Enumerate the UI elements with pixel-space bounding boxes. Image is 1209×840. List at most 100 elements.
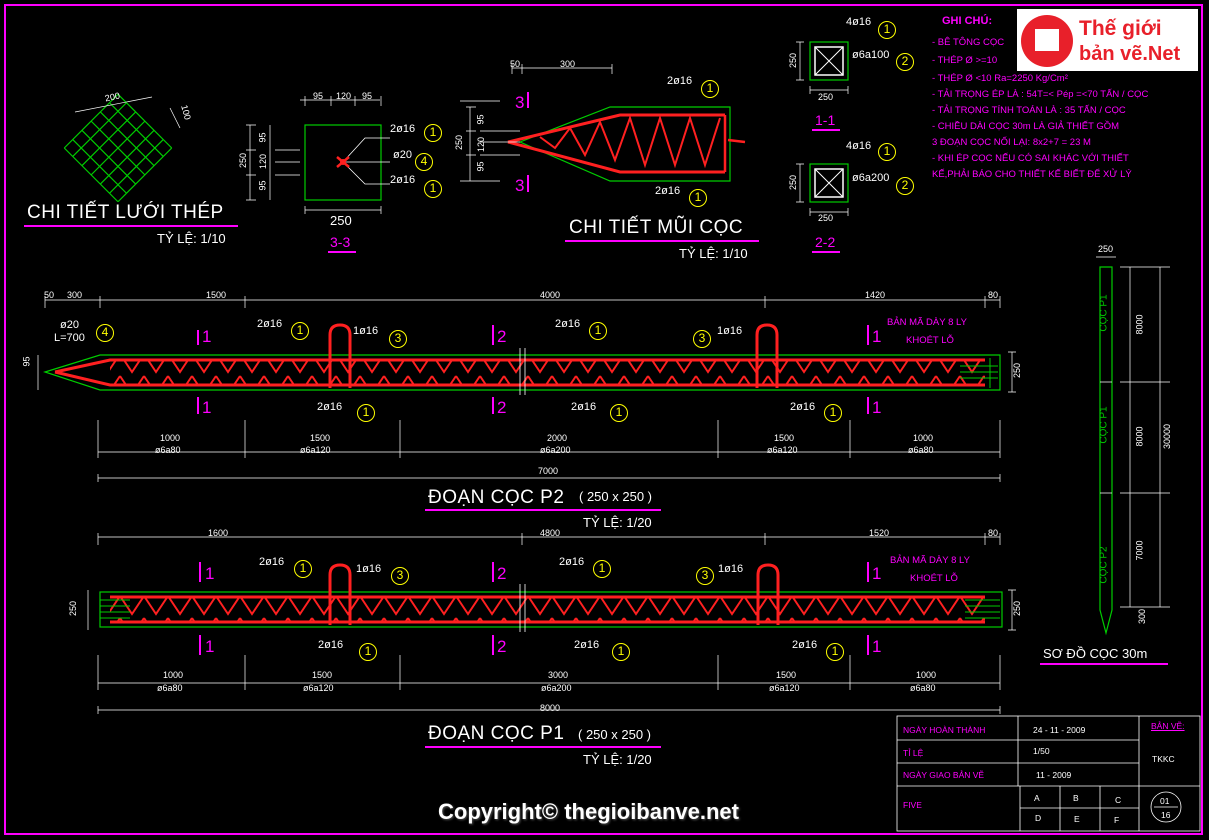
stirrup-p1-a120b: ø6a120	[769, 683, 800, 693]
plate-note-p2-line1: BẢN MÃ DÀY 8 LY	[887, 317, 967, 328]
note-4: - TẢI TRỌNG ÉP LÀ : 54T=< Pép =<70 TẤN /…	[932, 89, 1149, 100]
dim-p2-1000b: 1000	[913, 433, 934, 443]
tb-drawing-label: BẢN VẼ:	[1151, 721, 1185, 731]
segment-p1	[87, 533, 1016, 714]
marker-22-2: 2	[896, 177, 914, 195]
scheme-label-p1a: CỌC P1	[1098, 294, 1110, 332]
dim-scheme-8000a: 8000	[1134, 314, 1145, 335]
dim-22-250: 250	[818, 213, 834, 223]
dim-p2-300: 300	[67, 290, 83, 300]
tb-delivery-label: NGÀY GIAO BẢN VẼ	[903, 770, 985, 780]
section-cut-2-p1-top: 2	[497, 564, 507, 583]
dim-33-250: 250	[330, 213, 352, 228]
p2-scale: TỶ LỆ: 1/20	[583, 515, 652, 530]
marker-p2-1d: 1	[610, 404, 628, 422]
section-label-2-2: 2-2	[815, 234, 836, 250]
tb-grid-d: D	[1035, 813, 1042, 823]
dim-p1-1520: 1520	[869, 528, 890, 538]
title-block	[896, 715, 1201, 832]
stirrup-p2-a200: ø6a200	[540, 445, 571, 455]
dim-p2-1500a: 1500	[310, 433, 331, 443]
section-underline-2-2	[812, 251, 840, 253]
rebar-33-mid: ø20	[393, 149, 412, 161]
mesh-title-underline	[24, 225, 238, 227]
marker-p1-3a: 3	[391, 567, 409, 585]
rebar-p2-tip: ø20	[60, 319, 79, 331]
tb-scale-label: TỈ LỆ	[903, 748, 924, 758]
tb-drawing-value: TKKC	[1152, 754, 1175, 764]
dim-33-95b: 95	[362, 91, 373, 101]
section-label-3-3: 3-3	[330, 234, 351, 250]
copyright: Copyright© thegioibanve.net	[438, 799, 739, 824]
rebar-p1-top-mid: 2ø16	[559, 556, 585, 568]
marker-33-4: 4	[415, 153, 433, 171]
dim-p2-2000: 2000	[547, 433, 568, 443]
dim-p1-1600: 1600	[208, 528, 229, 538]
dim-p1-4800: 4800	[540, 528, 561, 538]
section-cut-3-top: 3	[515, 93, 525, 112]
dim-p2-7000: 7000	[538, 466, 559, 476]
dim-p2-250: 250	[1012, 362, 1023, 379]
p1-size: ( 250 x 250 )	[578, 727, 651, 742]
section-cut-1-p2-top-left: 1	[202, 327, 212, 346]
tip-scale: TỶ LỆ: 1/10	[679, 246, 748, 261]
rebar-11-stirrup: ø6a100	[852, 49, 890, 61]
section-cut-1-p1-bottom-right: 1	[872, 637, 882, 656]
section-cut-2-p2-bottom: 2	[497, 398, 507, 417]
tb-grid-f: F	[1114, 815, 1120, 825]
stirrup-p1-a200: ø6a200	[541, 683, 572, 693]
tb-grid-e: E	[1074, 814, 1080, 824]
pile-scheme	[1096, 256, 1170, 636]
scheme-label-p1b: CỌC P1	[1098, 406, 1110, 444]
rebar-p2-bottom-mid: 2ø16	[571, 401, 597, 413]
dim-33-120: 120	[336, 91, 352, 101]
section-cut-1-p1-bottom-left: 1	[205, 637, 215, 656]
section-cut-2-p1-bottom: 2	[497, 637, 507, 656]
p2-title: ĐOẠN CỌC P2	[428, 487, 565, 508]
plate-note-p1-line2: KHOÉT LỖ	[910, 573, 958, 584]
dim-scheme-250: 250	[1098, 244, 1114, 254]
notes-heading: GHI CHÚ:	[942, 15, 993, 27]
stirrup-p1-a80b: ø6a80	[910, 683, 936, 693]
dim-scheme-8000b: 8000	[1134, 426, 1145, 447]
tb-grid-a: A	[1034, 793, 1040, 803]
stirrup-p2-a80a: ø6a80	[155, 445, 181, 455]
section-1-1	[796, 41, 849, 94]
section-cut-2-p2-top: 2	[497, 327, 507, 346]
marker-p2-1b: 1	[589, 322, 607, 340]
marker-p2-3b: 3	[693, 330, 711, 348]
dim-tip-50: 50	[510, 59, 521, 69]
dim-p2-1000a: 1000	[160, 433, 181, 443]
note-2: - THÉP Ø >=10	[932, 55, 998, 66]
rebar-33-top: 2ø16	[390, 123, 416, 135]
dim-p2-1500b: 1500	[774, 433, 795, 443]
p2-size: ( 250 x 250 )	[579, 489, 652, 504]
rebar-p1-hook-right: 1ø16	[718, 563, 744, 575]
dim-tip-95a: 95	[475, 114, 486, 125]
rebar-22-top: 4ø16	[846, 140, 872, 152]
rebar-p2-top-mid: 2ø16	[555, 318, 581, 330]
marker-p1-3b: 3	[696, 567, 714, 585]
rebar-p2-bottom-left: 2ø16	[317, 401, 343, 413]
section-cut-1-p2-bottom-left: 1	[202, 398, 212, 417]
section-underline-1-1	[812, 129, 840, 131]
dim-p1-250-right: 250	[1012, 600, 1023, 617]
drawing-frame	[4, 4, 1203, 835]
logo-line-2: bản vẽ.Net	[1079, 43, 1181, 65]
dim-scheme-30000: 30000	[1162, 423, 1173, 450]
dim-tip-120: 120	[476, 136, 487, 153]
marker-p1-1e: 1	[826, 643, 844, 661]
dim-p2-9595: 95	[21, 356, 32, 367]
dim-scheme-300: 300	[1137, 608, 1148, 625]
rebar-p2-hook-left: 1ø16	[353, 325, 379, 337]
dim-p1-1500a: 1500	[312, 670, 333, 680]
dim-33-95-v2: 95	[257, 180, 268, 191]
rebar-p2-bottom-right: 2ø16	[790, 401, 816, 413]
p1-title-underline	[425, 746, 661, 748]
section-cut-1-p2-top-right: 1	[872, 327, 882, 346]
dim-22-250-v: 250	[788, 174, 799, 191]
section-cut-1-p1-top-right: 1	[872, 564, 882, 583]
segment-p2	[37, 296, 1016, 482]
stirrup-p2-a80b: ø6a80	[908, 445, 934, 455]
marker-p1-1b: 1	[593, 560, 611, 578]
